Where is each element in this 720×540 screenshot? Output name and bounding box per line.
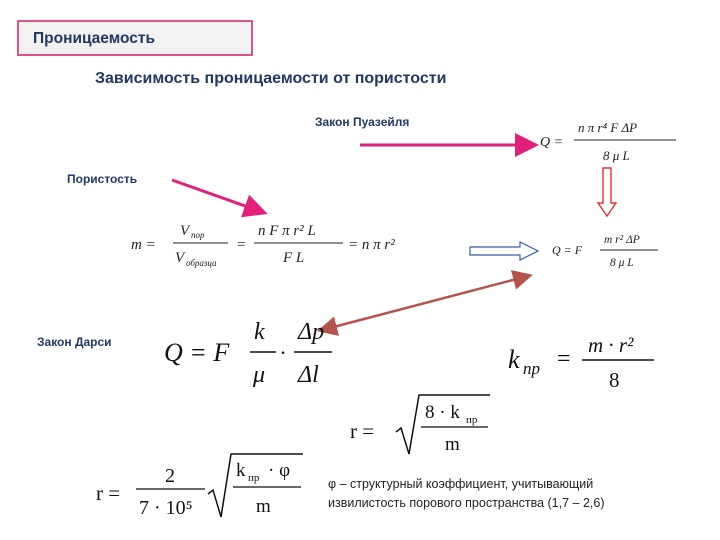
note-line-1: φ – структурный коэффициент, учитывающий <box>328 477 594 491</box>
formula-part: образца <box>186 258 217 268</box>
formula-numerator: m r² ΔP <box>604 234 640 246</box>
formula-part: пр <box>248 472 260 484</box>
formula-r2: r = 2 7 · 10⁵ k пр · φ m <box>96 453 303 519</box>
double-arrow-icon <box>317 270 533 336</box>
formula-part: k <box>254 319 265 345</box>
formula-denominator: 8 μ L <box>610 257 634 269</box>
formula-denominator: m <box>445 434 460 455</box>
formula-poiseuille-sub: Q = F m r² ΔP 8 μ L <box>552 234 658 269</box>
note: φ – структурный коэффициент, учитывающий… <box>328 475 604 513</box>
title-box: Проницаемость <box>17 20 253 56</box>
note-line-2: извилистость порового пространства (1,7 … <box>328 496 605 510</box>
formula-darcy: Q = F k μ · Δp Δl <box>164 319 332 388</box>
formula-part: 7 · 10⁵ <box>139 497 193 519</box>
formula-lhs: Q = <box>540 135 563 150</box>
formula-part: n F π r² L <box>258 223 316 239</box>
hollow-right-arrow-icon <box>469 241 540 261</box>
formula-part: V <box>175 250 186 266</box>
formula-part: пр <box>466 414 478 426</box>
formula-denominator: 8 <box>609 368 620 392</box>
formula-part: μ <box>252 362 265 388</box>
formula-part: m <box>256 496 271 517</box>
formula-lhs: Q = F <box>552 243 583 257</box>
label-poiseuille: Закон Пуазейля <box>315 115 410 129</box>
formula-numerator: n π r⁴ F ΔP <box>578 120 637 135</box>
formula-knp: k пр = m · r² 8 <box>508 333 654 392</box>
formula-part: V <box>180 223 191 239</box>
formula-part: 2 <box>165 465 175 487</box>
formula-lhs: m = <box>131 237 156 253</box>
formula-part: пор <box>191 230 205 240</box>
formula-part: k <box>236 460 246 481</box>
subtitle: Зависимость проницаемости от пористости <box>95 70 447 87</box>
formula-part: Δl <box>297 362 319 388</box>
formula-part: · <box>280 340 286 365</box>
formula-porosity: m = V пор V образца = n F π r² L F L = n… <box>131 223 395 268</box>
formula-numerator: 8 · k <box>425 402 460 423</box>
formula-lhs: r = <box>96 481 120 505</box>
formula-numerator: m · r² <box>588 333 634 357</box>
formula-lhs: Q = F <box>164 338 230 367</box>
formula-poiseuille: Q = n π r⁴ F ΔP 8 μ L <box>540 120 676 163</box>
formula-part: Δp <box>297 319 324 345</box>
formula-denominator: 8 μ L <box>603 148 630 163</box>
formula-lhs: k <box>508 345 520 374</box>
formula-r1: r = 8 · k пр m <box>350 394 490 455</box>
diagonal-arrow-icon <box>171 178 268 218</box>
formula-part: = <box>236 237 246 253</box>
formula-part: F L <box>282 250 304 266</box>
formula-part: = n π r² <box>348 237 395 253</box>
formula-part: · φ <box>268 460 290 481</box>
formula-part: пр <box>523 359 540 378</box>
formula-part: = <box>557 346 571 372</box>
formula-lhs: r = <box>350 419 374 443</box>
label-darcy: Закон Дарси <box>37 335 112 349</box>
label-porosity: Пористость <box>67 172 138 186</box>
page-title: Проницаемость <box>33 30 155 47</box>
hollow-down-arrow-icon <box>596 167 618 218</box>
